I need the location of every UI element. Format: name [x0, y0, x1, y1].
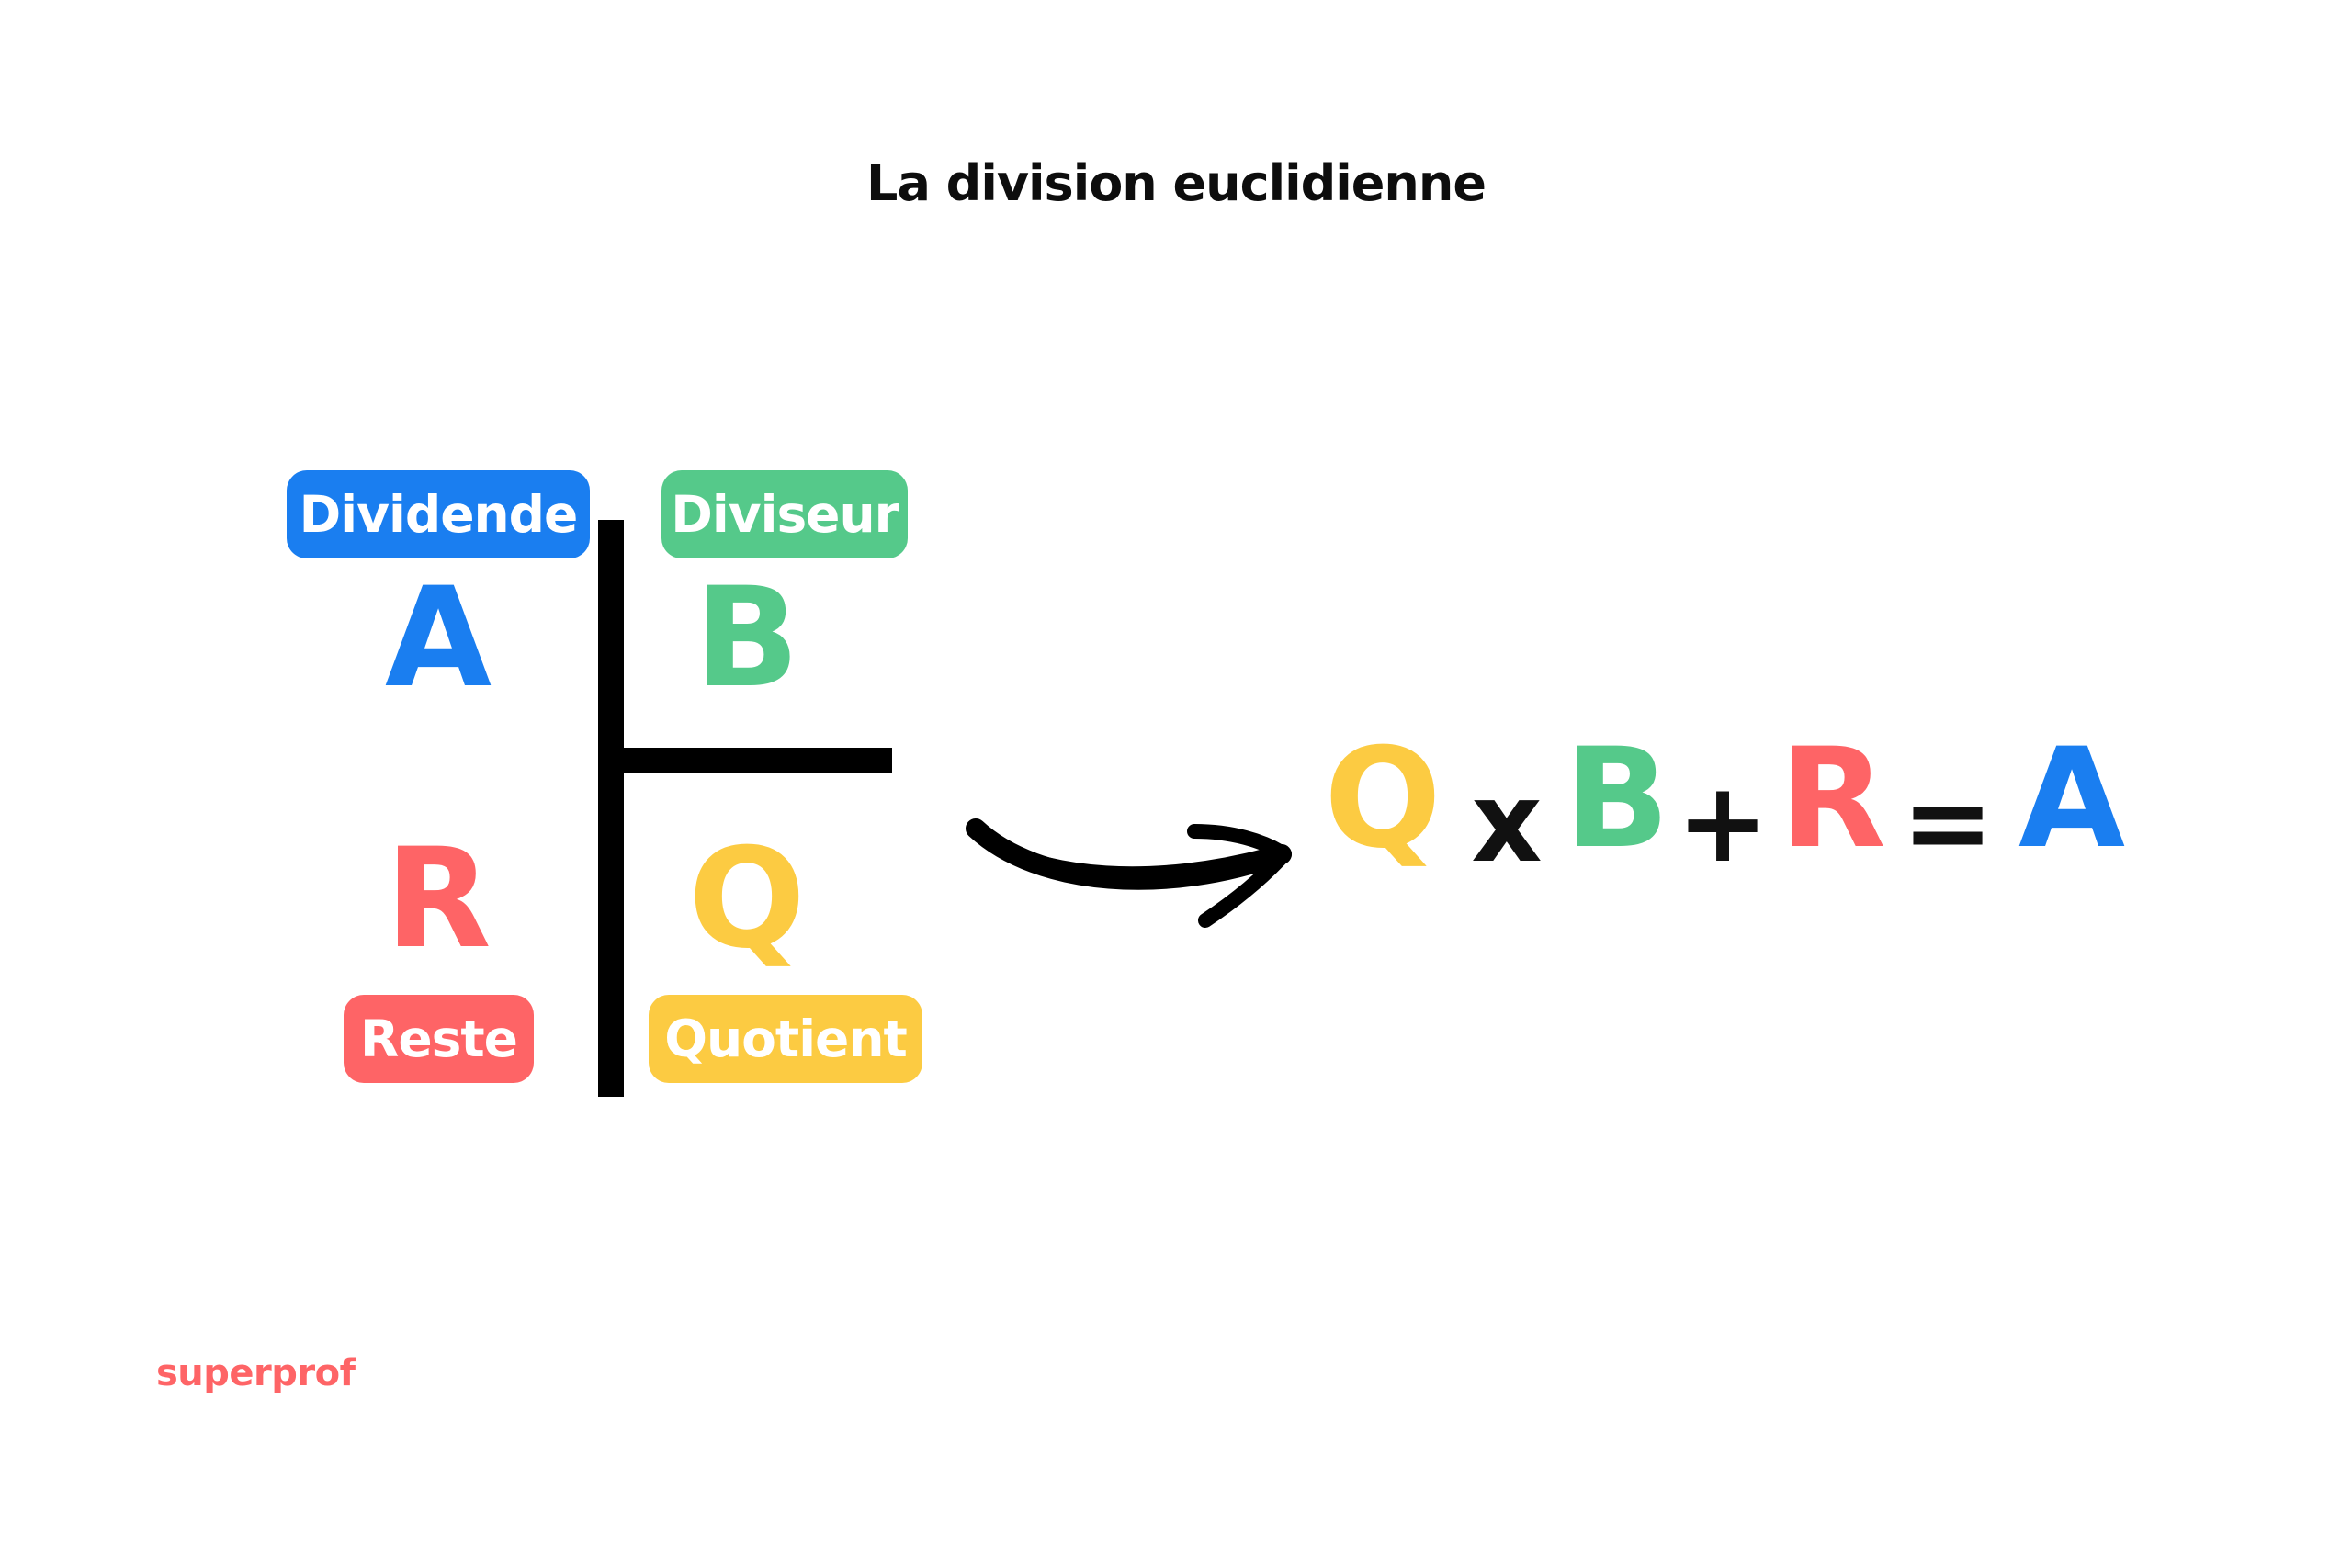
formula-times-sign: x — [1471, 760, 1543, 887]
quotient-label: Quotient — [649, 995, 922, 1083]
formula-quotient: Q — [1324, 719, 1442, 879]
dividende-letter: A — [384, 558, 492, 718]
reste-letter: R — [385, 819, 492, 979]
formula-reste: R — [1780, 719, 1886, 879]
quotient-letter: Q — [688, 819, 806, 979]
page-title: La division euclidienne — [866, 154, 1487, 212]
reste-label: Reste — [344, 995, 534, 1083]
division-vertical-bar — [598, 520, 624, 1097]
formula-plus-sign: + — [1676, 760, 1770, 887]
formula-dividende: A — [2018, 719, 2126, 879]
dividende-label: Dividende — [287, 470, 590, 558]
formula-equals-sign: = — [1901, 760, 1995, 887]
formula-diviseur: B — [1564, 719, 1670, 879]
brand-logo: superprof — [156, 1352, 356, 1394]
division-horizontal-bar — [598, 748, 892, 773]
diviseur-label: Diviseur — [662, 470, 908, 558]
diviseur-letter: B — [694, 558, 800, 718]
